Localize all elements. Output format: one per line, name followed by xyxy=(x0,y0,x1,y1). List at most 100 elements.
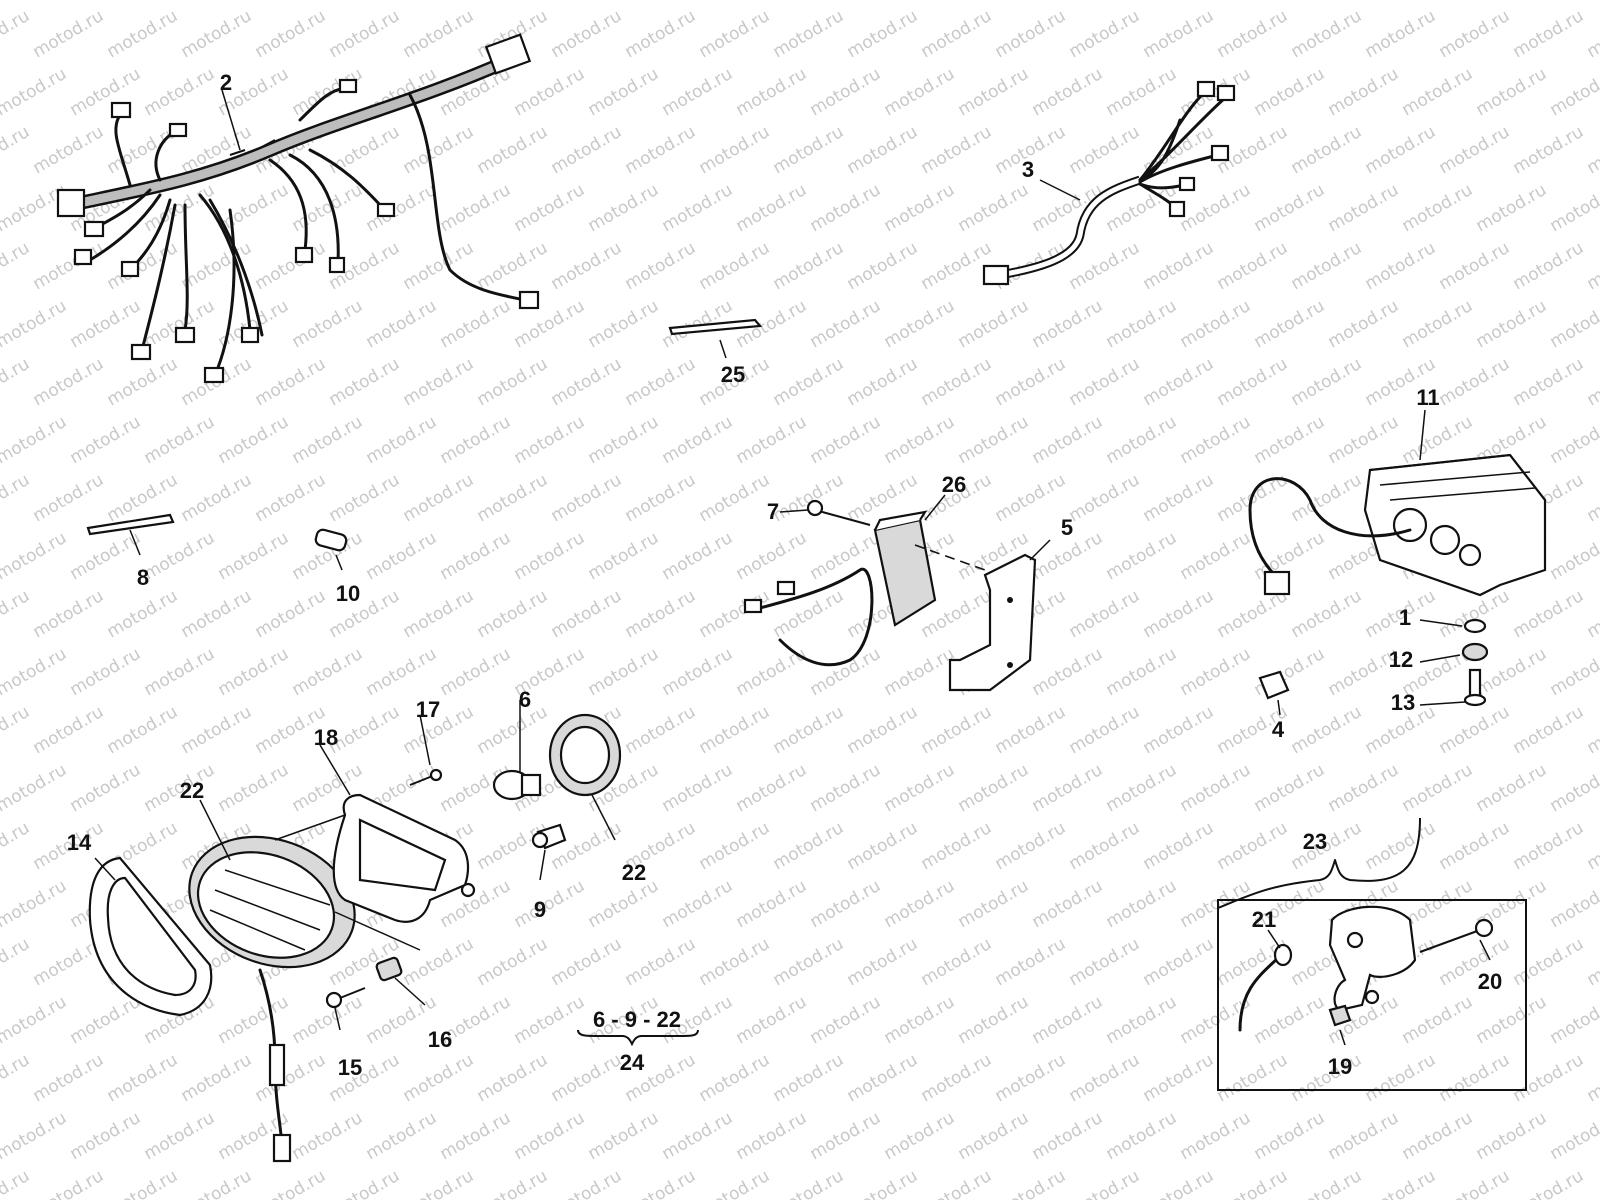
watermark-text: motod.ru xyxy=(1177,412,1255,468)
watermark-text: motod.ru xyxy=(548,470,626,526)
watermark-text: motod.ru xyxy=(1399,992,1477,1048)
watermark-text: motod.ru xyxy=(918,934,996,990)
watermark-text: motod.ru xyxy=(807,296,885,352)
watermark-text: motod.ru xyxy=(844,6,922,62)
watermark-text: motod.ru xyxy=(141,412,219,468)
watermark-text: motod.ru xyxy=(0,760,70,816)
watermark-text: motod.ru xyxy=(1510,354,1588,410)
watermark-text: motod.ru xyxy=(1510,1166,1588,1200)
watermark-text: motod.ru xyxy=(104,238,182,294)
watermark-text: motod.ru xyxy=(881,180,959,236)
watermark-text: motod.ru xyxy=(770,470,848,526)
watermark-text: motod.ru xyxy=(955,992,1033,1048)
watermark-text: motod.ru xyxy=(437,644,515,700)
watermark-text: motod.ru xyxy=(1288,1050,1366,1106)
watermark-text: motod.ru xyxy=(622,122,700,178)
watermark-text: motod.ru xyxy=(67,0,145,4)
watermark-text: motod.ru xyxy=(1473,64,1551,120)
watermark-text: motod.ru xyxy=(1584,1050,1600,1106)
watermark-text: motod.ru xyxy=(1066,470,1144,526)
callout-3: 3 xyxy=(1021,157,1035,182)
callout-14: 14 xyxy=(66,830,92,855)
watermark-text: motod.ru xyxy=(511,412,589,468)
watermark-text: motod.ru xyxy=(1584,934,1600,990)
watermark-text: motod.ru xyxy=(1510,6,1588,62)
watermark-text: motod.ru xyxy=(585,180,663,236)
watermark-text: motod.ru xyxy=(1066,6,1144,62)
watermark-text: motod.ru xyxy=(1325,412,1403,468)
watermark-text: motod.ru xyxy=(326,6,404,62)
watermark-text: motod.ru xyxy=(1288,1166,1366,1200)
watermark-text: motod.ru xyxy=(1177,876,1255,932)
watermark-text: motod.ru xyxy=(1288,122,1366,178)
watermark-text: motod.ru xyxy=(881,0,959,4)
watermark-text: motod.ru xyxy=(844,934,922,990)
watermark-text: motod.ru xyxy=(918,354,996,410)
watermark-text: motod.ru xyxy=(1177,0,1255,4)
watermark-text: motod.ru xyxy=(770,354,848,410)
watermark-text: motod.ru xyxy=(881,1108,959,1164)
watermark-text: motod.ru xyxy=(0,412,70,468)
watermark-text: motod.ru xyxy=(918,818,996,874)
watermark-text: motod.ru xyxy=(1399,1108,1477,1164)
watermark-text: motod.ru xyxy=(844,238,922,294)
watermark-text: motod.ru xyxy=(733,412,811,468)
watermark-text: motod.ru xyxy=(1214,238,1292,294)
watermark-text: motod.ru xyxy=(252,1166,330,1200)
watermark-text: motod.ru xyxy=(178,1166,256,1200)
watermark-text: motod.ru xyxy=(252,586,330,642)
watermark-text: motod.ru xyxy=(770,122,848,178)
watermark-text: motod.ru xyxy=(0,6,33,62)
cable-tie-8 xyxy=(86,513,175,556)
callout-12: 12 xyxy=(1388,647,1414,672)
watermark-text: motod.ru xyxy=(0,470,33,526)
watermark-text: motod.ru xyxy=(733,528,811,584)
watermark-text: motod.ru xyxy=(326,354,404,410)
watermark-text: motod.ru xyxy=(770,934,848,990)
watermark-text: motod.ru xyxy=(992,702,1070,758)
watermark-text: motod.ru xyxy=(622,238,700,294)
watermark-text: motod.ru xyxy=(1325,760,1403,816)
sensor-kit-23 xyxy=(1217,817,1527,1091)
watermark-text: motod.ru xyxy=(1547,992,1600,1048)
watermark-text: motod.ru xyxy=(1140,470,1218,526)
callout-20: 20 xyxy=(1477,969,1503,994)
kit-members-label: 6 - 9 - 22 xyxy=(592,1007,682,1032)
watermark-text: motod.ru xyxy=(696,586,774,642)
watermark-text: motod.ru xyxy=(400,354,478,410)
watermark-text: motod.ru xyxy=(1436,122,1514,178)
watermark-text: motod.ru xyxy=(1066,702,1144,758)
watermark-text: motod.ru xyxy=(1325,0,1403,4)
watermark-text: motod.ru xyxy=(1436,238,1514,294)
watermark-text: motod.ru xyxy=(511,992,589,1048)
watermark-text: motod.ru xyxy=(252,354,330,410)
watermark-text: motod.ru xyxy=(511,180,589,236)
watermark-text: motod.ru xyxy=(1510,818,1588,874)
callout-10: 10 xyxy=(335,581,361,606)
watermark-text: motod.ru xyxy=(585,1108,663,1164)
watermark-text: motod.ru xyxy=(1436,818,1514,874)
watermark-text: motod.ru xyxy=(67,1108,145,1164)
watermark-text: motod.ru xyxy=(548,1050,626,1106)
watermark-text: motod.ru xyxy=(1214,818,1292,874)
watermark-text: motod.ru xyxy=(696,702,774,758)
watermark-text: motod.ru xyxy=(326,470,404,526)
watermark-text: motod.ru xyxy=(1584,238,1600,294)
callout-2: 2 xyxy=(219,70,233,95)
watermark-text: motod.ru xyxy=(918,1166,996,1200)
watermark-text: motod.ru xyxy=(1510,122,1588,178)
watermark-text: motod.ru xyxy=(1103,412,1181,468)
watermark-text: motod.ru xyxy=(215,528,293,584)
watermark-text: motod.ru xyxy=(1473,992,1551,1048)
watermark-text: motod.ru xyxy=(0,296,70,352)
watermark-text: motod.ru xyxy=(992,6,1070,62)
watermark-text: motod.ru xyxy=(844,1166,922,1200)
watermark-text: motod.ru xyxy=(955,412,1033,468)
watermark-text: motod.ru xyxy=(141,1108,219,1164)
watermark-text: motod.ru xyxy=(0,1166,33,1200)
kit-brace-24 xyxy=(577,1029,699,1047)
callout-6: 6 xyxy=(518,687,532,712)
watermark-text: motod.ru xyxy=(0,238,33,294)
callout-25: 25 xyxy=(720,362,746,387)
watermark-text: motod.ru xyxy=(1251,296,1329,352)
